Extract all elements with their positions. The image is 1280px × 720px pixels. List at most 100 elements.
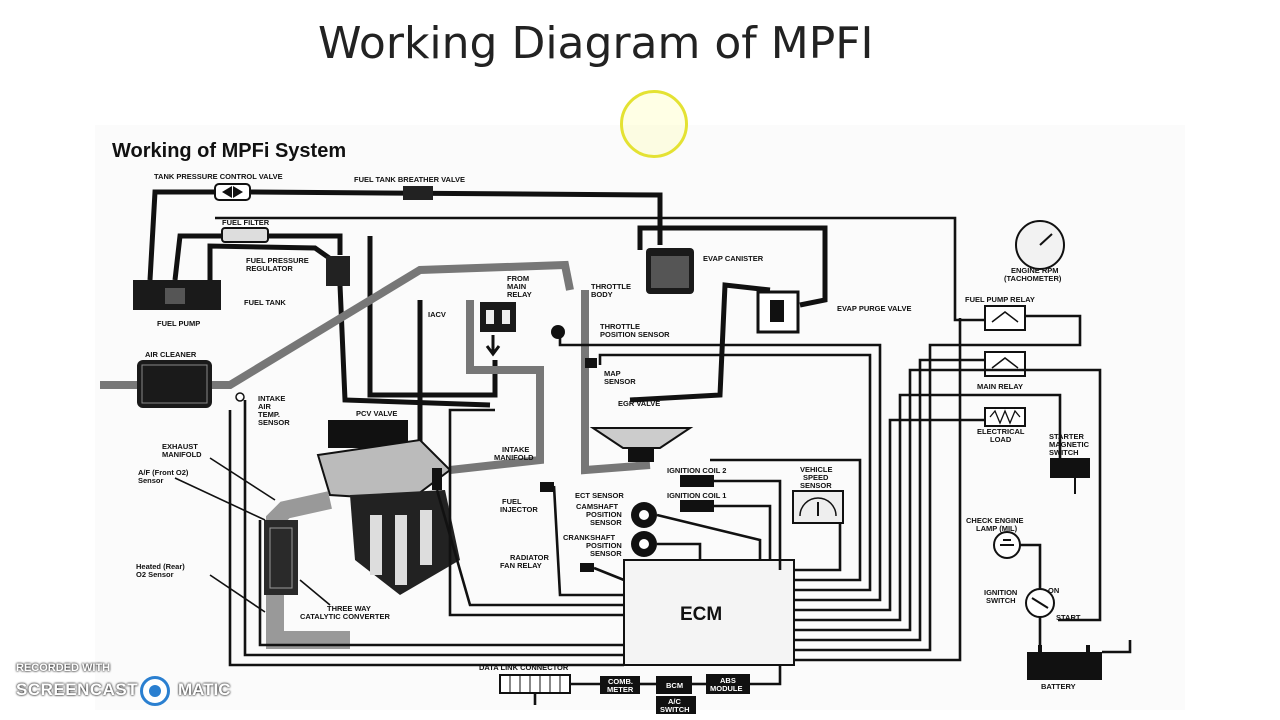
battery (1027, 645, 1102, 680)
label-iacv: IACV (428, 310, 446, 319)
label-starter-3: SWITCH (1049, 448, 1079, 457)
starter-magnetic-switch (1050, 458, 1090, 494)
label-throttle-position-2: POSITION SENSOR (600, 330, 670, 339)
label-bcm: BCM (666, 681, 683, 690)
label-af-sensor-1: A/F (Front O2) (138, 468, 189, 477)
label-three-way-2: CATALYTIC CONVERTER (300, 612, 390, 621)
label-intake-air-temp-4: SENSOR (258, 418, 290, 427)
fuel-injector (432, 468, 442, 490)
label-ecm: ECM (680, 604, 722, 625)
electrical-load (984, 407, 1026, 427)
intake-air-temp-sensor (235, 392, 245, 402)
vehicle-speed-sensor (792, 490, 844, 524)
label-from-main-relay-1: FROM (507, 274, 529, 283)
crankshaft-position-sensor (631, 531, 657, 557)
label-combi-meter-2: METER (607, 685, 634, 694)
screencast-logo-icon (140, 676, 170, 706)
throttle-position-sensor (551, 325, 565, 339)
label-vehicle-speed-1: VEHICLE (800, 465, 833, 474)
label-fuel-pressure-regulator-2: REGULATOR (246, 264, 293, 273)
main-relay (984, 351, 1026, 377)
label-radiator-fan-1: RADIATOR (510, 553, 549, 562)
label-camshaft-3: SENSOR (590, 518, 622, 527)
label-fuel-filter: FUEL FILTER (222, 218, 270, 227)
label-crankshaft-2: POSITION (586, 541, 622, 550)
label-engine-rpm-2: (TACHOMETER) (1004, 274, 1062, 283)
label-radiator-fan-2: FAN RELAY (500, 561, 542, 570)
label-ignition-switch-1: IGNITION (984, 588, 1017, 597)
label-electrical-load-1: ELECTRICAL (977, 427, 1025, 436)
label-starter-1: STARTER (1049, 432, 1084, 441)
label-ignition-coil-2: IGNITION COIL 2 (667, 466, 726, 475)
leader-af (174, 477, 266, 521)
wiring-harness (215, 216, 1132, 705)
ignition-coil-1 (680, 500, 714, 512)
leader-exhaust (209, 457, 276, 501)
label-ignition-coil-1: IGNITION COIL 1 (667, 491, 726, 500)
tank-pressure-control-valve (214, 183, 251, 201)
label-fuel-pressure-regulator-1: FUEL PRESSURE (246, 256, 309, 265)
engine-block (316, 420, 460, 595)
ignition-coil-2 (680, 475, 714, 487)
label-evap-canister: EVAP CANISTER (703, 254, 764, 263)
label-egr-valve: EGR VALVE (618, 399, 660, 408)
label-heated-o2-1: Heated (Rear) (136, 562, 185, 571)
label-three-way-1: THREE WAY (327, 604, 371, 613)
label-air-cleaner: AIR CLEANER (145, 350, 197, 359)
check-engine-lamp (993, 531, 1021, 559)
label-combi-meter-1: COMB. (608, 677, 633, 686)
label-throttle-body-2: BODY (591, 290, 613, 299)
label-exhaust-manifold-1: EXHAUST (162, 442, 198, 451)
combi-meter (600, 676, 640, 694)
label-fuel-tank: FUEL TANK (244, 298, 286, 307)
evap-canister (646, 248, 694, 294)
label-vehicle-speed-3: SENSOR (800, 481, 832, 490)
fuel-pump-relay (984, 305, 1026, 331)
slide-title: Working Diagram of MPFI (318, 18, 874, 69)
label-intake-air-temp-1: INTAKE (258, 394, 285, 403)
label-ignition-switch-2: SWITCH (986, 596, 1016, 605)
abs-module (706, 674, 750, 694)
air-cleaner (137, 360, 212, 408)
label-data-link-connector: DATA LINK CONNECTOR (479, 663, 569, 672)
label-main-relay: MAIN RELAY (977, 382, 1023, 391)
label-intake-manifold-1: INTAKE (502, 445, 529, 454)
ect-sensor (540, 482, 554, 492)
tachometer (1015, 220, 1065, 270)
exhaust-manifold (264, 491, 350, 649)
label-intake-manifold-2: MANIFOLD (494, 453, 534, 462)
label-heated-o2-2: O2 Sensor (136, 570, 174, 579)
label-tank-pressure-control-valve: TANK PRESSURE CONTROL VALVE (154, 172, 283, 181)
label-throttle-position-1: THROTTLE (600, 322, 640, 331)
fuel-filter (221, 227, 269, 243)
label-pcv-valve: PCV VALVE (356, 409, 397, 418)
watermark-recorded-with: RECORDED WITH (16, 662, 111, 674)
label-af-sensor-2: Sensor (138, 476, 164, 485)
ac-switch (656, 696, 696, 714)
watermark-brand-right: MATIC (178, 680, 231, 699)
label-vehicle-speed-2: SPEED (803, 473, 829, 482)
label-intake-air-temp-2: AIR (258, 402, 272, 411)
map-sensor (585, 358, 597, 368)
cursor-highlight (620, 90, 688, 158)
label-check-engine-1: CHECK ENGINE (966, 516, 1024, 525)
label-throttle-body-1: THROTTLE (591, 282, 631, 291)
fuel-pressure-regulator (326, 256, 350, 286)
label-fuel-tank-breather-valve: FUEL TANK BREATHER VALVE (354, 175, 465, 184)
label-abs-module-1: ABS (720, 676, 736, 685)
fuel-tank-breather-valve (403, 186, 433, 200)
leader-heated (209, 574, 266, 613)
label-intake-air-temp-3: TEMP. (258, 410, 280, 419)
label-check-engine-2: LAMP (MIL) (976, 524, 1018, 533)
label-evap-purge-valve: EVAP PURGE VALVE (837, 304, 911, 313)
label-ect-sensor: ECT SENSOR (575, 491, 624, 500)
fuel-tank (133, 280, 221, 310)
label-on: ON (1048, 586, 1059, 595)
label-from-main-relay-3: RELAY (507, 290, 532, 299)
label-start: START (1056, 613, 1081, 622)
label-camshaft-2: POSITION (586, 510, 622, 519)
radiator-fan-relay (580, 563, 594, 572)
evap-purge-valve (756, 290, 800, 334)
screencast-watermark: RECORDED WITH SCREENCAST MATIC (14, 660, 244, 716)
